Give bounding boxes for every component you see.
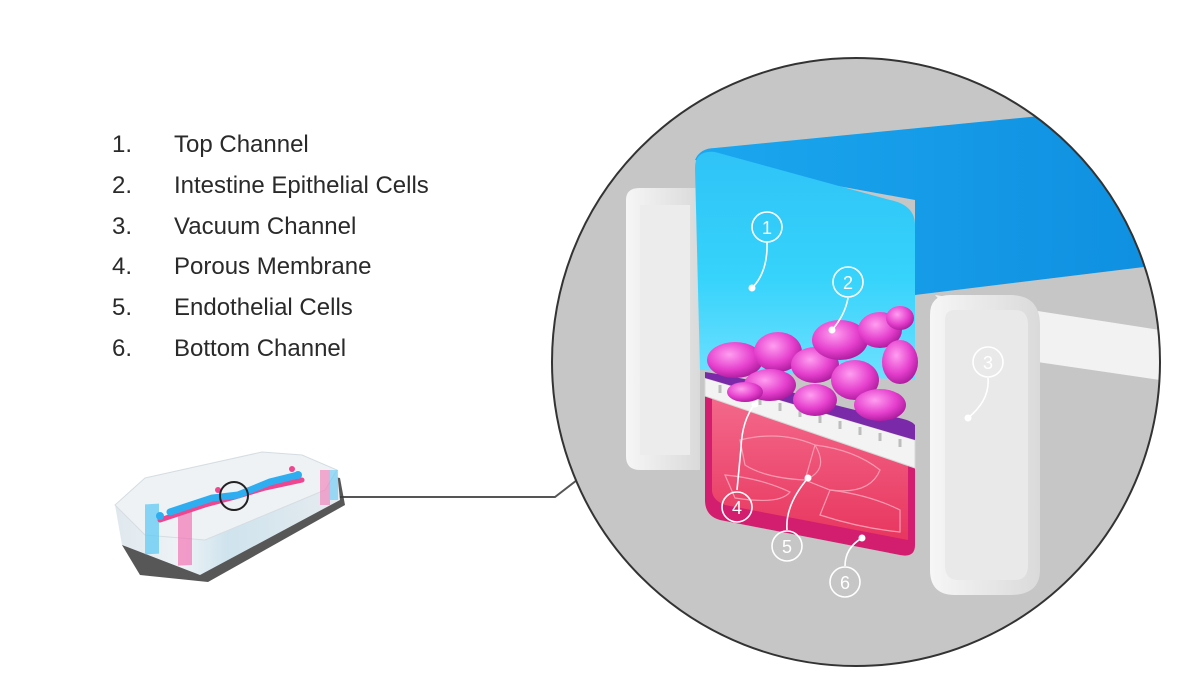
chip-blue-stripe-right — [330, 470, 338, 500]
epithelial-cell — [882, 340, 918, 384]
legend-item-endothelial-cells: 5. Endothelial Cells — [112, 291, 429, 332]
legend-item-epithelial-cells: 2. Intestine Epithelial Cells — [112, 169, 429, 210]
legend-item-vacuum-channel: 3. Vacuum Channel — [112, 210, 429, 251]
callout-circle — [771, 530, 803, 562]
legend-label: Endothelial Cells — [174, 294, 353, 322]
leader-4 — [736, 403, 756, 491]
chip-channel-top — [166, 471, 302, 516]
chip-blue-stripe — [145, 503, 159, 555]
chip-port — [215, 487, 221, 493]
chip-pink-stripe-right — [320, 470, 330, 505]
chip-port — [294, 471, 302, 479]
epithelial-cell-layer — [705, 306, 918, 440]
legend-label: Top Channel — [174, 131, 309, 158]
legend-item-bottom-channel: 6. Bottom Channel — [112, 332, 429, 373]
legend-list: 1. Top Channel 2. Intestine Epithelial Cel… — [112, 128, 429, 373]
endothelial-cell-outline — [724, 474, 791, 502]
epithelial-cell — [707, 342, 763, 378]
epithelial-cell — [793, 384, 837, 416]
vacuum-channel-right-face — [945, 310, 1028, 580]
endothelial-cell-outline — [739, 435, 822, 481]
chip-zoom-circle — [219, 481, 249, 511]
callout-number: 4 — [732, 498, 742, 518]
callout-number: 5 — [782, 537, 792, 557]
callout-circle — [751, 211, 783, 243]
callout-dot — [748, 284, 756, 292]
leader-1 — [751, 241, 768, 289]
magnified-cross-section: 1 2 3 4 5 6 — [626, 114, 1160, 598]
callout-dot — [964, 414, 972, 422]
legend-item-porous-membrane: 4. Porous Membrane — [112, 250, 429, 291]
vacuum-channel-left-inner — [640, 205, 690, 455]
callout-leaders — [736, 241, 989, 567]
legend-number: 4. — [112, 253, 133, 281]
callout-number: 6 — [840, 573, 850, 593]
epithelial-cell — [812, 320, 868, 360]
endothelial-cell-layer — [712, 392, 908, 540]
callout-1: 1 — [751, 211, 783, 243]
callout-circle — [721, 491, 753, 523]
callout-6: 6 — [829, 566, 861, 598]
callout-dot — [858, 534, 866, 542]
epithelial-cell — [754, 332, 802, 372]
organ-chip-device — [114, 451, 345, 582]
legend-number: 3. — [112, 212, 133, 240]
chip-port — [156, 512, 164, 520]
callout-number: 2 — [843, 273, 853, 293]
porous-membrane — [704, 377, 916, 469]
legend-label: Porous Membrane — [174, 253, 372, 281]
epithelial-cell — [886, 306, 914, 330]
legend-item-top-channel: 1. Top Channel — [112, 128, 429, 169]
callout-circle — [972, 346, 1004, 378]
endothelial-cell-outline — [819, 489, 901, 533]
callout-2: 2 — [832, 266, 864, 298]
callout-dot — [751, 400, 759, 408]
chip-port — [289, 466, 295, 472]
magnifier-rim — [551, 57, 1161, 667]
callout-3: 3 — [972, 346, 1004, 378]
epithelial-cell — [727, 382, 763, 402]
callout-number: 3 — [983, 353, 993, 373]
legend-number: 1. — [112, 131, 133, 158]
legend-label: Bottom Channel — [174, 334, 347, 362]
legend-number: 5. — [112, 294, 133, 322]
legend-number: 2. — [112, 171, 133, 199]
callout-dots — [748, 284, 972, 542]
callout-dot — [828, 326, 836, 334]
callout-number: 1 — [762, 218, 772, 238]
callout-circle — [832, 266, 864, 298]
leader-3 — [967, 377, 989, 419]
chip-pink-stripe — [178, 509, 192, 566]
epithelial-cell — [854, 389, 906, 421]
leader-5 — [786, 477, 809, 531]
callout-dot — [804, 474, 812, 482]
callout-4: 4 — [721, 491, 753, 523]
top-channel-roof — [695, 114, 1160, 295]
legend-label: Vacuum Channel — [174, 212, 357, 240]
legend-label: Intestine Epithelial Cells — [174, 171, 429, 199]
callout-5: 5 — [771, 530, 803, 562]
legend-number: 6. — [112, 334, 133, 362]
epithelial-cell — [831, 360, 879, 400]
callout-circle — [829, 566, 861, 598]
